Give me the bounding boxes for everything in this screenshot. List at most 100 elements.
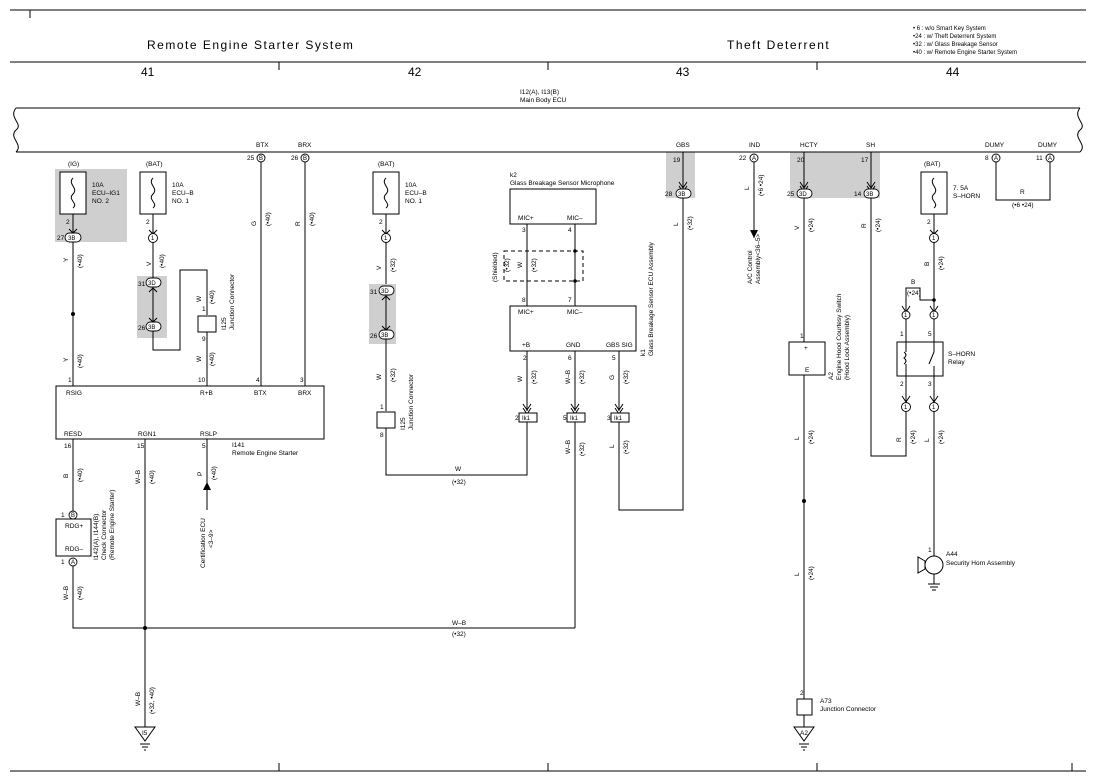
c2-top-conn xyxy=(378,285,395,296)
a73-id: A73 xyxy=(820,698,832,705)
ground-a2-label: A2 xyxy=(800,730,808,737)
wire-l-1: L xyxy=(609,444,616,448)
note-2: •24 : w/ Theft Deterrent System xyxy=(913,34,996,40)
wire-opt-17: (•32) xyxy=(504,258,511,272)
i125b-box xyxy=(376,411,396,429)
fuse2-icon xyxy=(150,177,156,209)
wire-b-2: B xyxy=(924,262,931,266)
res-label-rb: R+B xyxy=(200,390,213,397)
ground-i5-label: I5 xyxy=(142,730,148,737)
res-label-rgn1: RGN1 xyxy=(138,431,156,438)
wire-v-2: V xyxy=(376,265,383,270)
wire-y-1: Y xyxy=(63,257,70,262)
i125b-top-pin: 1 xyxy=(380,404,384,411)
ik1-b-label: Ik1 xyxy=(570,416,579,422)
wire-w-3: W xyxy=(376,373,383,380)
wire-opt-20: (•32) xyxy=(579,370,586,384)
mic-pin-3: 3 xyxy=(522,227,526,234)
wire-opt-14: (•32) xyxy=(390,258,397,272)
section-41: 41 xyxy=(141,65,155,79)
fuse2-name2: NO. 1 xyxy=(172,198,189,205)
relay-conn-4-label: 1 xyxy=(932,405,936,411)
ik1-b xyxy=(566,412,586,423)
wire-opt-26: (•24) xyxy=(808,218,815,232)
fuse3-pin: 2 xyxy=(379,219,383,226)
gbsecu-pin-5: 5 xyxy=(612,355,616,362)
wire-wb-1: W–B xyxy=(63,586,70,600)
mic-label-micp: MIC+ xyxy=(518,215,534,222)
gbs-microphone xyxy=(509,188,597,225)
wire-opt-4: (•40) xyxy=(209,290,216,304)
note-4: •40 : w/ Remote Engine Starter System xyxy=(913,50,1017,56)
res-label-btx: BTX xyxy=(254,390,267,397)
shield xyxy=(503,250,584,282)
res-pin-1: 1 xyxy=(68,377,72,384)
ecu-pinno-dumy-2: 11 xyxy=(1036,155,1043,162)
wire-g-2: G xyxy=(609,375,616,380)
wire-opt-18: (•32) xyxy=(531,258,538,272)
ik1-c xyxy=(610,412,630,423)
gbsecu-label-micm: MIC– xyxy=(567,309,583,316)
wire-p-1: P xyxy=(197,472,204,476)
ground-a2 xyxy=(793,726,815,742)
wire-opt-22: (•32) xyxy=(579,442,586,456)
horn-id: A44 xyxy=(946,551,958,558)
gbsecu-label-gnd: GND xyxy=(566,342,581,349)
fuse3-name2: NO. 1 xyxy=(405,198,422,205)
relay-b-opt: (•24) xyxy=(907,290,921,297)
ik1-a-pin: 2 xyxy=(515,415,519,422)
gbsecu-label-b: +B xyxy=(522,342,530,349)
note-1: • 6 : w/o Smart Key System xyxy=(913,26,986,32)
i125a-top-pin: 1 xyxy=(202,306,206,313)
horn-icon xyxy=(917,556,926,574)
cc-name1: Check Connector xyxy=(101,509,108,560)
cc-id: I142(A), I144(B) xyxy=(93,514,100,560)
relay-pin-2: 2 xyxy=(900,381,904,388)
cc-pin-top: 1 xyxy=(61,512,65,519)
relay-pin-1: 1 xyxy=(900,331,904,338)
horn-relay xyxy=(896,341,944,377)
c2-top-pin: 31 xyxy=(370,289,378,296)
gbs-ecu xyxy=(509,305,637,352)
fuse1-conn-pin: 27 xyxy=(57,235,65,242)
ecu-pinno-dumy-1: 8 xyxy=(985,155,989,162)
fuse2-pin: 2 xyxy=(146,219,150,226)
fuse2-conn-label: 1 xyxy=(151,236,155,242)
fuse4-box xyxy=(920,171,948,215)
relay-conn-3 xyxy=(901,402,911,412)
fuse4-pin: 2 xyxy=(927,219,931,226)
fuse4-conn-label: 1 xyxy=(932,236,936,242)
wire-r-2: R xyxy=(861,223,868,228)
relay-name: S–HORN xyxy=(948,351,975,358)
ecu-id: I12(A), I13(B) xyxy=(520,89,559,96)
cc-label-rdgp: RDG+ xyxy=(65,523,83,530)
wire-w-4: W xyxy=(455,466,462,473)
res-label-resd: RESD xyxy=(64,431,82,438)
ecu-conn-dumy-1-label: A xyxy=(994,156,998,162)
wire-opt-8: (•40) xyxy=(77,468,84,482)
ac-control-ref: Assembly<36–5> xyxy=(755,234,762,284)
ecu-pinno-sh: 17 xyxy=(861,157,869,164)
res-label-rsig: RSIG xyxy=(66,390,82,397)
hood-id: A2 xyxy=(828,372,835,380)
i125a-bot-pin: 9 xyxy=(202,336,206,343)
wire-opt-27: (•24) xyxy=(808,430,815,444)
relay-conn-3-label: 1 xyxy=(904,405,908,411)
i125b-id: I125 xyxy=(400,417,407,430)
relay-pin-3: 3 xyxy=(928,381,932,388)
wire-wb-3: W–B xyxy=(135,470,142,484)
ac-control-name: A/C Control xyxy=(747,250,754,284)
arrow-rslp xyxy=(203,482,211,490)
c2-bot-pin: 26 xyxy=(370,333,378,340)
ecu-pinno-ind: 22 xyxy=(739,155,747,162)
wire-y-2: Y xyxy=(63,357,70,362)
ecu-pin-sh: SH xyxy=(866,142,875,149)
wire-opt-7: (•40) xyxy=(309,212,316,226)
res-pin-15: 15 xyxy=(137,443,145,450)
fuse1-icon xyxy=(70,177,76,209)
wire-r-3: R xyxy=(896,437,903,442)
cc-conn-bot-label: A xyxy=(71,560,75,566)
hood-name1: Engine Hood Courtesy Switch xyxy=(836,293,843,380)
ecu-name: Main Body ECU xyxy=(520,97,567,104)
fuse4-icon xyxy=(931,177,937,209)
